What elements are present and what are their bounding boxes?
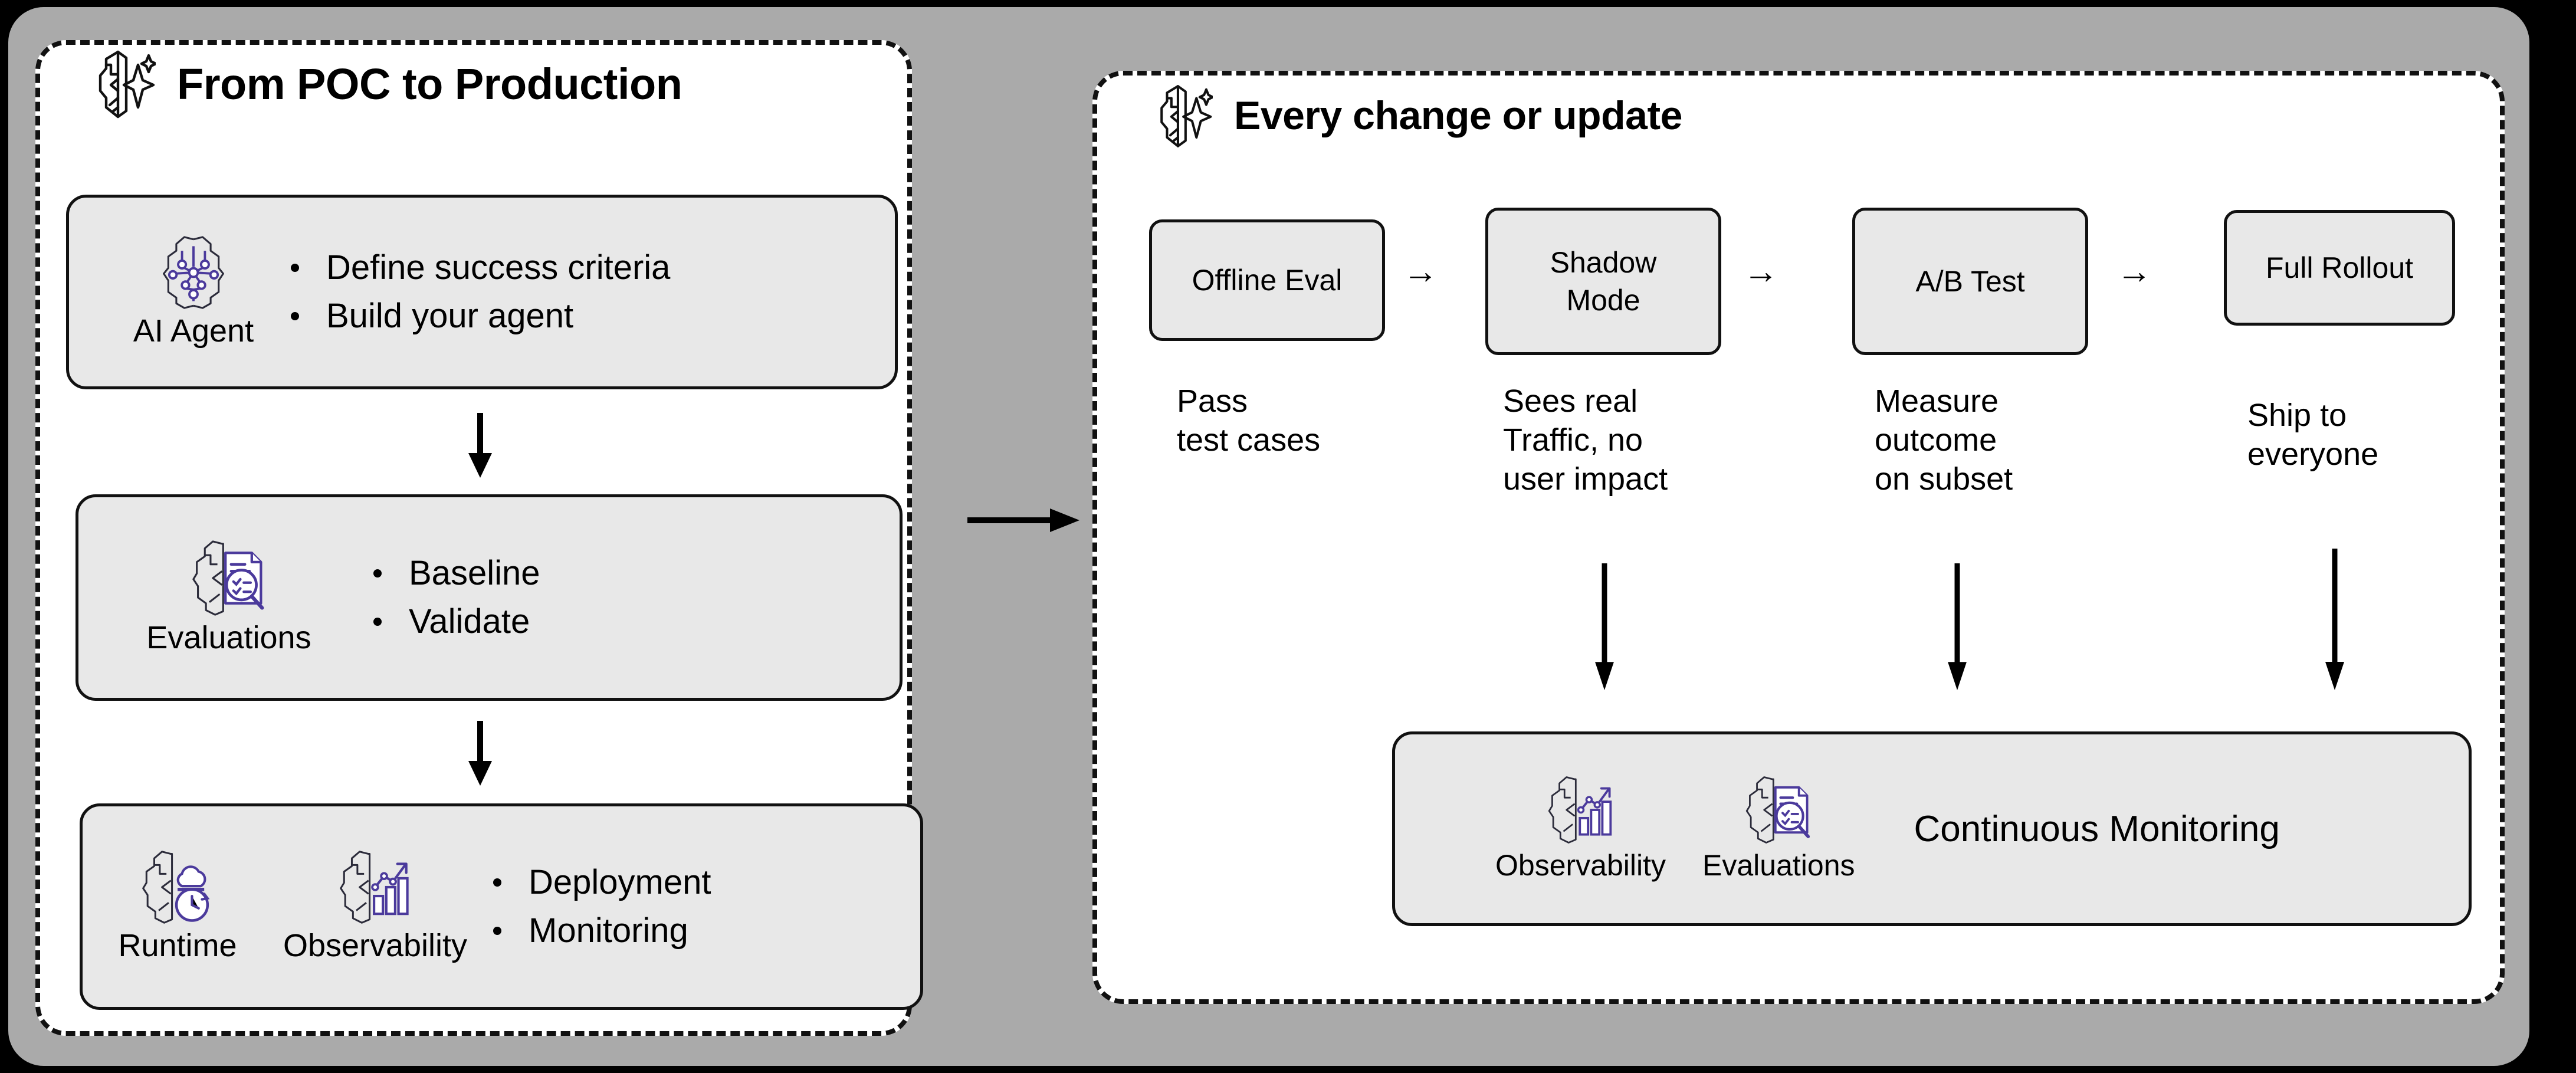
brain-sparkle-icon <box>94 48 156 119</box>
continuous-monitoring-label: Continuous Monitoring <box>1914 808 2280 849</box>
bullet-dot-icon <box>493 927 501 936</box>
observability-icon-group: Observability <box>257 849 493 964</box>
runtime-icon-group: Runtime <box>104 849 251 964</box>
right-panel-header: Every change or update <box>1156 83 1682 149</box>
list-item: Validate <box>373 598 540 646</box>
bullet-text: Build your agent <box>326 297 574 335</box>
pipeline-caption-shadow-mode: Sees real Traffic, no user impact <box>1503 383 1668 497</box>
down-arrow-icon <box>464 413 497 478</box>
observability-icon <box>1548 775 1614 845</box>
pipeline-step-full-rollout[interactable]: Full Rollout <box>2224 210 2455 326</box>
bullet-text: Baseline <box>409 553 540 592</box>
pipeline-step-label: Full Rollout <box>2265 251 2414 284</box>
down-arrow-icon <box>1941 563 1974 690</box>
down-arrow-icon <box>2318 549 2351 690</box>
bullet-dot-icon <box>493 878 501 887</box>
monitor-observability-caption: Observability <box>1495 849 1666 882</box>
list-item: Define success criteria <box>291 244 670 292</box>
ai-agent-icon <box>159 235 228 310</box>
list-item: Baseline <box>373 549 540 598</box>
list-item: Build your agent <box>291 292 670 340</box>
pipeline-caption-full-rollout: Ship to everyone <box>2247 398 2379 472</box>
pipeline-step-ab-test[interactable]: A/B Test <box>1852 208 2088 355</box>
observability-icon <box>339 849 411 925</box>
runtime-icon <box>142 849 214 925</box>
monitor-observability-group: Observability <box>1495 775 1666 882</box>
pipeline-arrow-icon: → <box>1743 251 1778 291</box>
runtime-bullet-list: Deployment Monitoring <box>493 858 711 956</box>
bullet-text: Validate <box>409 602 530 641</box>
down-arrow-icon <box>464 721 497 786</box>
evaluations-caption: Evaluations <box>146 620 311 655</box>
ai-agent-icon-group: AI Agent <box>96 235 291 349</box>
pipeline-step-label: Shadow Mode <box>1550 246 1657 317</box>
pipeline-step-label: Offline Eval <box>1192 264 1343 297</box>
right-arrow-icon <box>967 503 1079 538</box>
down-arrow-icon <box>1588 563 1621 690</box>
bullet-dot-icon <box>373 618 382 626</box>
pipeline-arrow-icon: → <box>2116 251 2152 291</box>
bullet-dot-icon <box>291 263 299 272</box>
ai-agent-bullet-list: Define success criteria Build your agent <box>291 244 670 341</box>
pipeline-caption-ab-test: Measure outcome on subset <box>1875 383 2013 497</box>
bullet-text: Define success criteria <box>326 248 671 287</box>
evaluations-bullet-list: Baseline Validate <box>373 549 540 647</box>
pipeline-step-shadow-mode[interactable]: Shadow Mode <box>1485 208 1721 355</box>
monitor-evaluations-group: Evaluations <box>1702 775 1855 882</box>
card-evaluations: Evaluations Baseline Validate <box>76 494 903 701</box>
bullet-dot-icon <box>373 569 382 577</box>
bullet-text: Monitoring <box>529 911 688 950</box>
page-title: From POC to Production <box>177 59 682 109</box>
brain-sparkle-icon <box>1156 83 1213 149</box>
evaluations-icon <box>1745 775 1812 845</box>
list-item: Monitoring <box>493 907 711 955</box>
card-continuous-monitoring: Observability <box>1392 731 2472 926</box>
evaluations-icon <box>192 539 266 617</box>
left-panel-header: From POC to Production <box>94 48 682 119</box>
pipeline-step-offline-eval[interactable]: Offline Eval <box>1149 219 1385 341</box>
right-panel-title: Every change or update <box>1234 93 1682 138</box>
list-item: Deployment <box>493 858 711 907</box>
bullet-dot-icon <box>291 312 299 321</box>
ai-agent-caption: AI Agent <box>133 313 254 349</box>
pipeline-caption-offline-eval: Pass test cases <box>1177 383 1321 458</box>
pipeline-step-label: A/B Test <box>1915 265 2025 298</box>
pipeline-arrow-icon: → <box>1403 251 1438 291</box>
bullet-text: Deployment <box>529 862 711 901</box>
card-runtime-observability: Runtime <box>80 803 923 1010</box>
monitor-evaluations-caption: Evaluations <box>1702 849 1855 882</box>
runtime-caption: Runtime <box>118 928 237 963</box>
observability-caption: Observability <box>283 928 468 963</box>
card-ai-agent: AI Agent Define success criteria Build y… <box>66 195 898 389</box>
evaluations-icon-group: Evaluations <box>102 539 356 656</box>
